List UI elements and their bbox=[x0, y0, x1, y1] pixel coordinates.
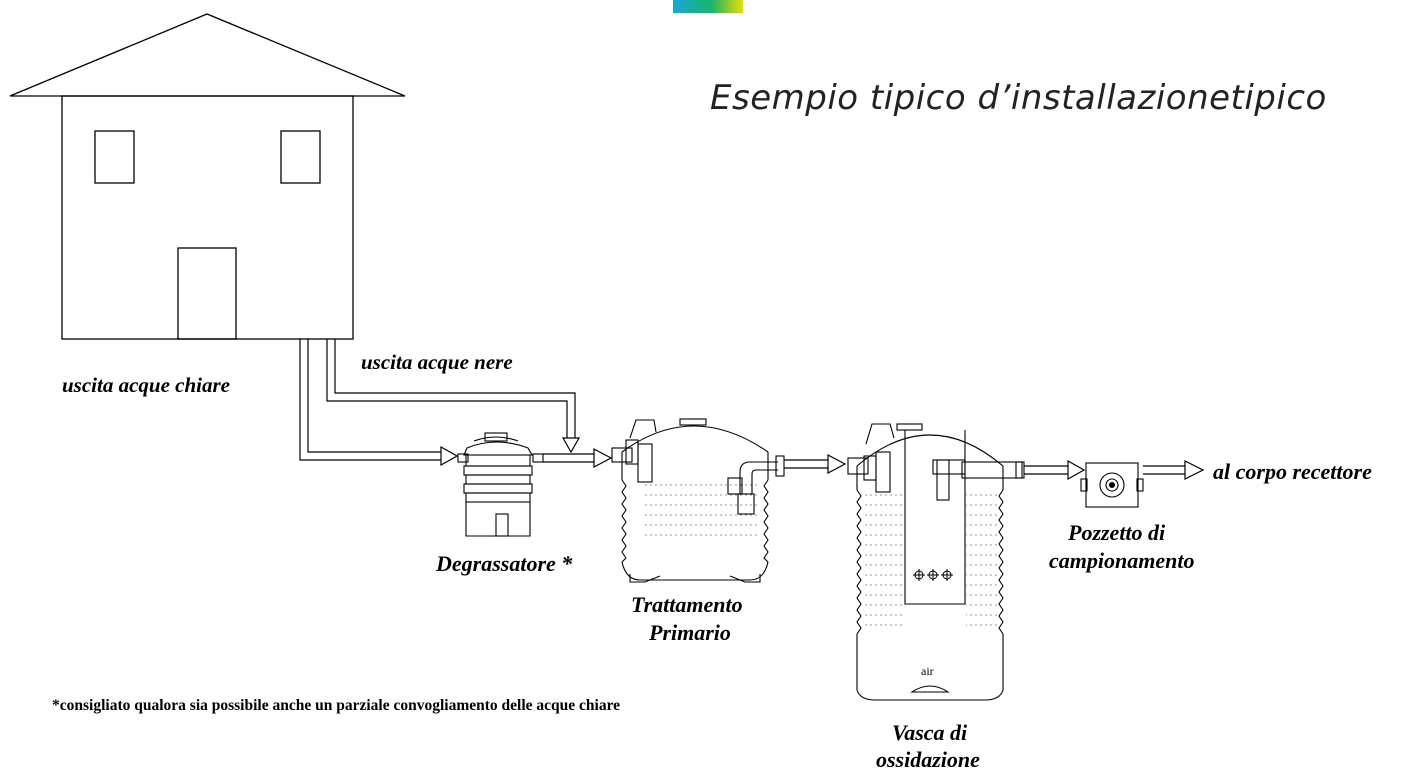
label-air: air bbox=[921, 664, 934, 678]
house-window-right bbox=[280, 130, 321, 184]
clear-water-pipe bbox=[299, 339, 459, 467]
label-sampling-line2: campionamento bbox=[1049, 548, 1194, 573]
label-receiver: al corpo recettore bbox=[1213, 459, 1372, 484]
sampling-well bbox=[1080, 462, 1144, 508]
label-black-water: uscita acque nere bbox=[361, 350, 513, 374]
pipe-primary-to-oxidation bbox=[784, 454, 847, 474]
house bbox=[9, 13, 406, 340]
oxidation-tank bbox=[847, 423, 1025, 701]
house-roof bbox=[9, 13, 406, 97]
label-oxidation-line2: ossidazione bbox=[876, 747, 980, 772]
diagram-title: Esempio tipico d’installazionetipico bbox=[710, 78, 1327, 118]
label-oxidation-line1: Vasca di bbox=[892, 720, 968, 745]
grease-trap bbox=[457, 432, 544, 537]
label-grease-trap: Degrassatore * bbox=[435, 551, 573, 576]
label-primary-line2: Primario bbox=[648, 620, 731, 645]
pipe-grease-to-primary bbox=[543, 448, 613, 468]
house-door bbox=[177, 247, 237, 340]
primary-treatment-tank bbox=[611, 418, 785, 583]
label-clear-water: uscita acque chiare bbox=[62, 373, 230, 397]
label-primary-line1: Trattamento bbox=[631, 592, 743, 617]
house-window-left bbox=[94, 130, 135, 184]
house-wall bbox=[61, 95, 354, 340]
logo-gradient-strip bbox=[673, 0, 743, 13]
black-water-pipe bbox=[326, 339, 581, 454]
label-sampling-line1: Pozzetto di bbox=[1067, 520, 1166, 545]
outlet-pipe bbox=[1143, 460, 1205, 480]
pipe-oxidation-to-sampling bbox=[1024, 459, 1086, 481]
footnote: *consigliato qualora sia possibile anche… bbox=[52, 697, 621, 714]
diffuser-icons bbox=[913, 569, 953, 581]
